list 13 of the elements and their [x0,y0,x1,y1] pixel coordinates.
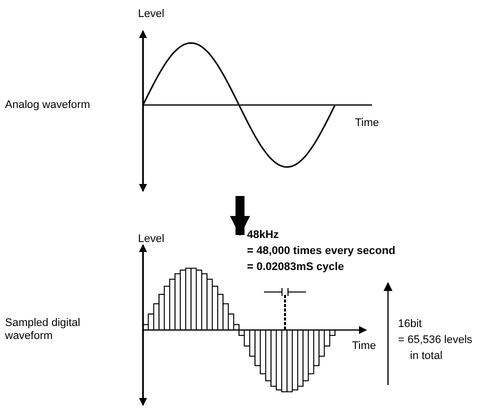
annotation-text: = 48,000 times every second [247,245,396,258]
waveform-caption: Sampled digital waveform [5,317,82,343]
annotation-text: in total [410,350,442,363]
axis-label: Time [355,117,380,130]
annotation-text: 48kHz [247,229,279,242]
axis-label: Time [352,340,376,353]
annotation-text: = 65,536 levels [398,334,472,347]
arrow [230,196,250,236]
annotation-text: = 0.02083mS cycle [247,261,344,274]
annotation-text: 16bit [398,318,422,331]
axis-label: Level [138,233,164,246]
waveform-caption: Analog waveform [5,99,91,112]
axis-label: Level [138,8,164,21]
